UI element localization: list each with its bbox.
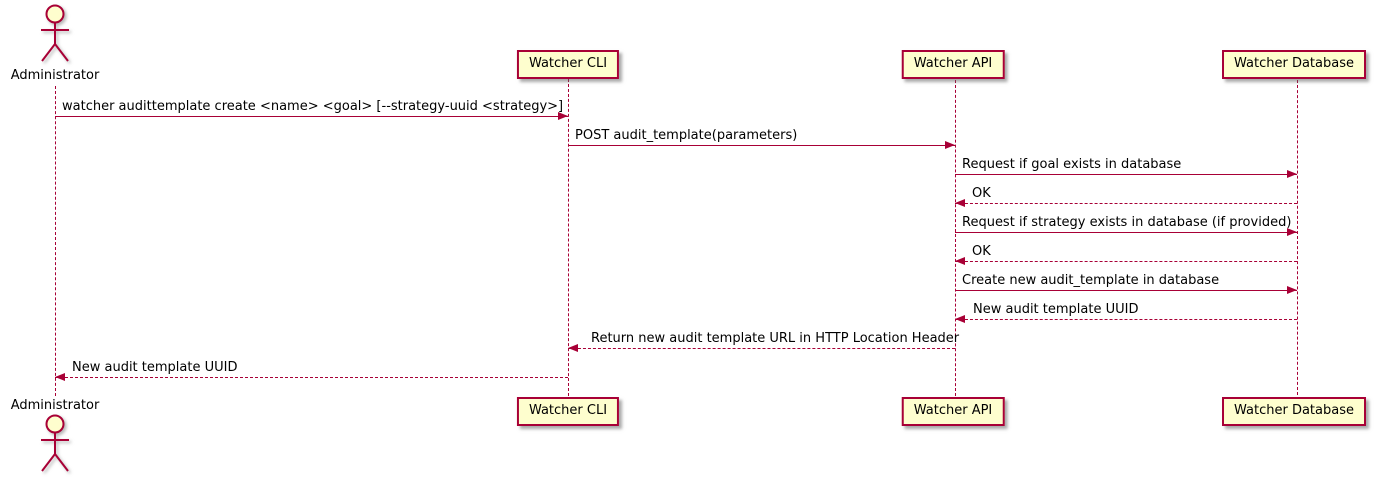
message-label: OK: [972, 186, 991, 201]
arrowhead-icon: [955, 315, 965, 323]
actor-icon: [41, 4, 69, 62]
message-label: OK: [972, 244, 991, 259]
message-line: [568, 348, 955, 349]
actor-label-top: Administrator: [10, 68, 100, 83]
message-line: [568, 145, 955, 146]
arrowhead-icon: [1287, 170, 1297, 178]
participant-watcher-database-top: Watcher Database: [1222, 50, 1366, 79]
arrowhead-icon: [945, 141, 955, 149]
message-label: New audit template UUID: [973, 302, 1139, 317]
message-line: [955, 174, 1297, 175]
actor-label-bottom: Administrator: [10, 398, 100, 413]
participant-label: Watcher CLI: [528, 56, 608, 71]
participant-watcher-cli-top: Watcher CLI: [516, 50, 620, 79]
arrowhead-icon: [955, 199, 965, 207]
message-label: watcher audittemplate create <name> <goa…: [62, 99, 564, 114]
lifeline-administrator: [55, 86, 56, 396]
message-label: Return new audit template URL in HTTP Lo…: [591, 331, 960, 346]
message-line: [955, 319, 1297, 320]
message-line: [955, 261, 1297, 262]
arrowhead-icon: [558, 112, 568, 120]
actor-icon: [41, 414, 69, 472]
participant-label: Watcher API: [913, 403, 993, 418]
participant-label: Watcher CLI: [528, 403, 608, 418]
arrowhead-icon: [955, 257, 965, 265]
participant-watcher-cli-bottom: Watcher CLI: [516, 397, 620, 426]
message-line: [955, 232, 1297, 233]
message-line: [955, 203, 1297, 204]
participant-watcher-api-bottom: Watcher API: [901, 397, 1005, 426]
participant-label: Watcher Database: [1234, 56, 1354, 71]
lifeline-watcher-database: [1297, 80, 1298, 395]
message-label: New audit template UUID: [72, 360, 238, 375]
arrowhead-icon: [1287, 228, 1297, 236]
arrowhead-icon: [1287, 286, 1297, 294]
message-line: [55, 116, 568, 117]
arrowhead-icon: [55, 373, 65, 381]
message-label: POST audit_template(parameters): [575, 128, 798, 143]
message-label: Request if strategy exists in database (…: [962, 215, 1292, 230]
lifeline-watcher-cli: [568, 79, 569, 396]
message-label: Request if goal exists in database: [962, 157, 1182, 172]
message-line: [55, 377, 568, 378]
arrowhead-icon: [568, 344, 578, 352]
message-line: [955, 290, 1297, 291]
lifeline-watcher-api: [955, 80, 956, 396]
participant-watcher-database-bottom: Watcher Database: [1222, 397, 1366, 426]
participant-label: Watcher API: [913, 56, 993, 71]
participant-label: Watcher Database: [1234, 403, 1354, 418]
message-label: Create new audit_template in database: [962, 273, 1220, 288]
participant-watcher-api-top: Watcher API: [901, 50, 1005, 79]
